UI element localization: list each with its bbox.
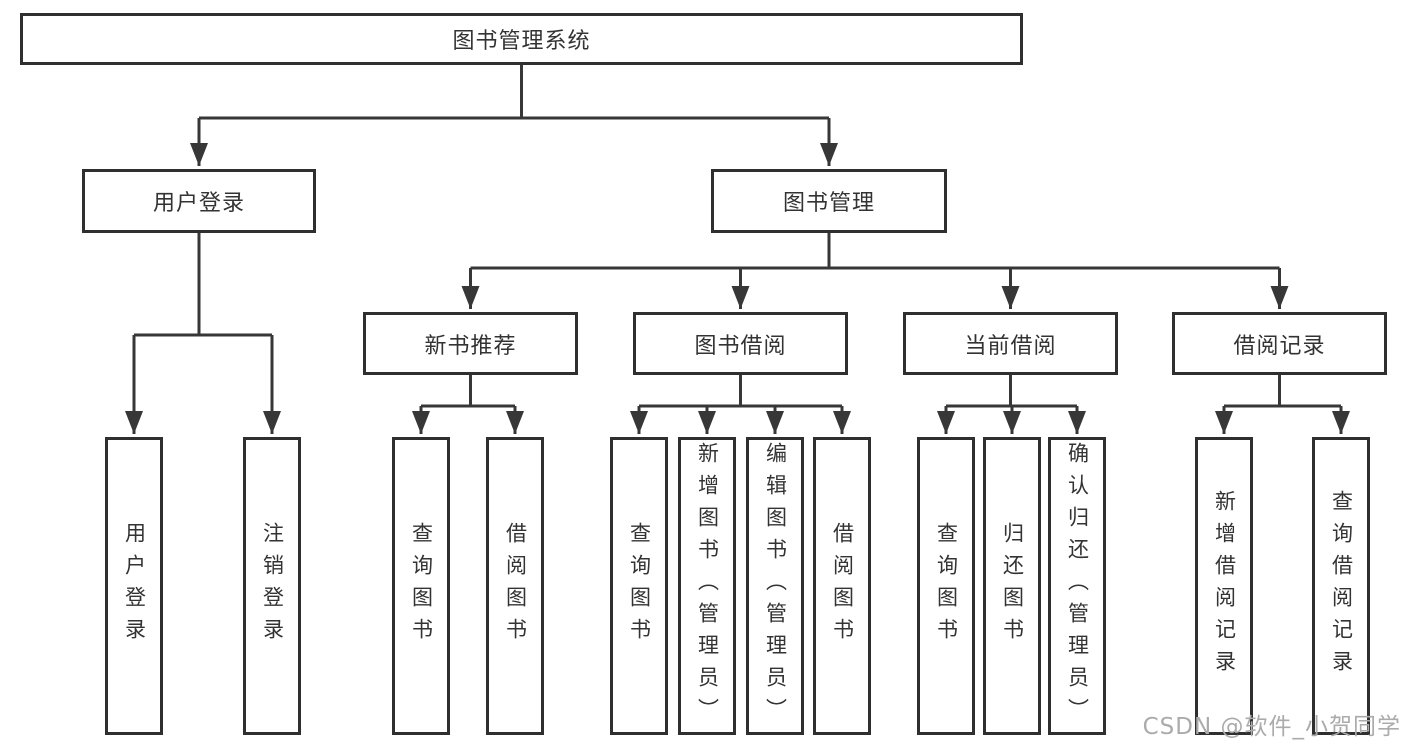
node-root-system: 图书管理系统	[20, 13, 1023, 65]
node-current-borrowing: 当前借阅	[903, 312, 1118, 375]
leaf-borrowing-query-books: 查询图书	[610, 437, 668, 735]
leaf-records-add-borrow-record: 新增借阅记录	[1195, 437, 1253, 735]
arrow-down-connectors	[125, 118, 1350, 434]
tree-elbow-lines	[134, 65, 1341, 408]
csdn-watermark: CSDN @软件_小贺同学	[1142, 714, 1401, 740]
leaf-user-login: 用户登录	[105, 437, 163, 735]
leaf-borrowing-edit-books-admin: 编辑图书（管理员）	[746, 437, 804, 735]
leaf-logout: 注销登录	[243, 437, 301, 735]
leaf-borrowing-add-books-admin: 新增图书（管理员）	[678, 437, 736, 735]
leaf-current-query-books: 查询图书	[917, 437, 975, 735]
leaf-newbooks-query-books: 查询图书	[392, 437, 450, 735]
node-book-management: 图书管理	[711, 169, 947, 233]
node-borrowing-records: 借阅记录	[1172, 312, 1387, 375]
leaf-newbooks-borrow-books: 借阅图书	[486, 437, 544, 735]
leaf-borrowing-borrow-books: 借阅图书	[813, 437, 871, 735]
node-new-book-recommend: 新书推荐	[363, 312, 578, 375]
leaf-records-query-borrow-record: 查询借阅记录	[1312, 437, 1370, 735]
leaf-current-return-books: 归还图书	[983, 437, 1041, 735]
leaf-current-confirm-return-admin: 确认归还（管理员）	[1048, 437, 1106, 735]
node-book-borrowing: 图书借阅	[633, 312, 848, 375]
node-user-login: 用户登录	[82, 169, 316, 233]
